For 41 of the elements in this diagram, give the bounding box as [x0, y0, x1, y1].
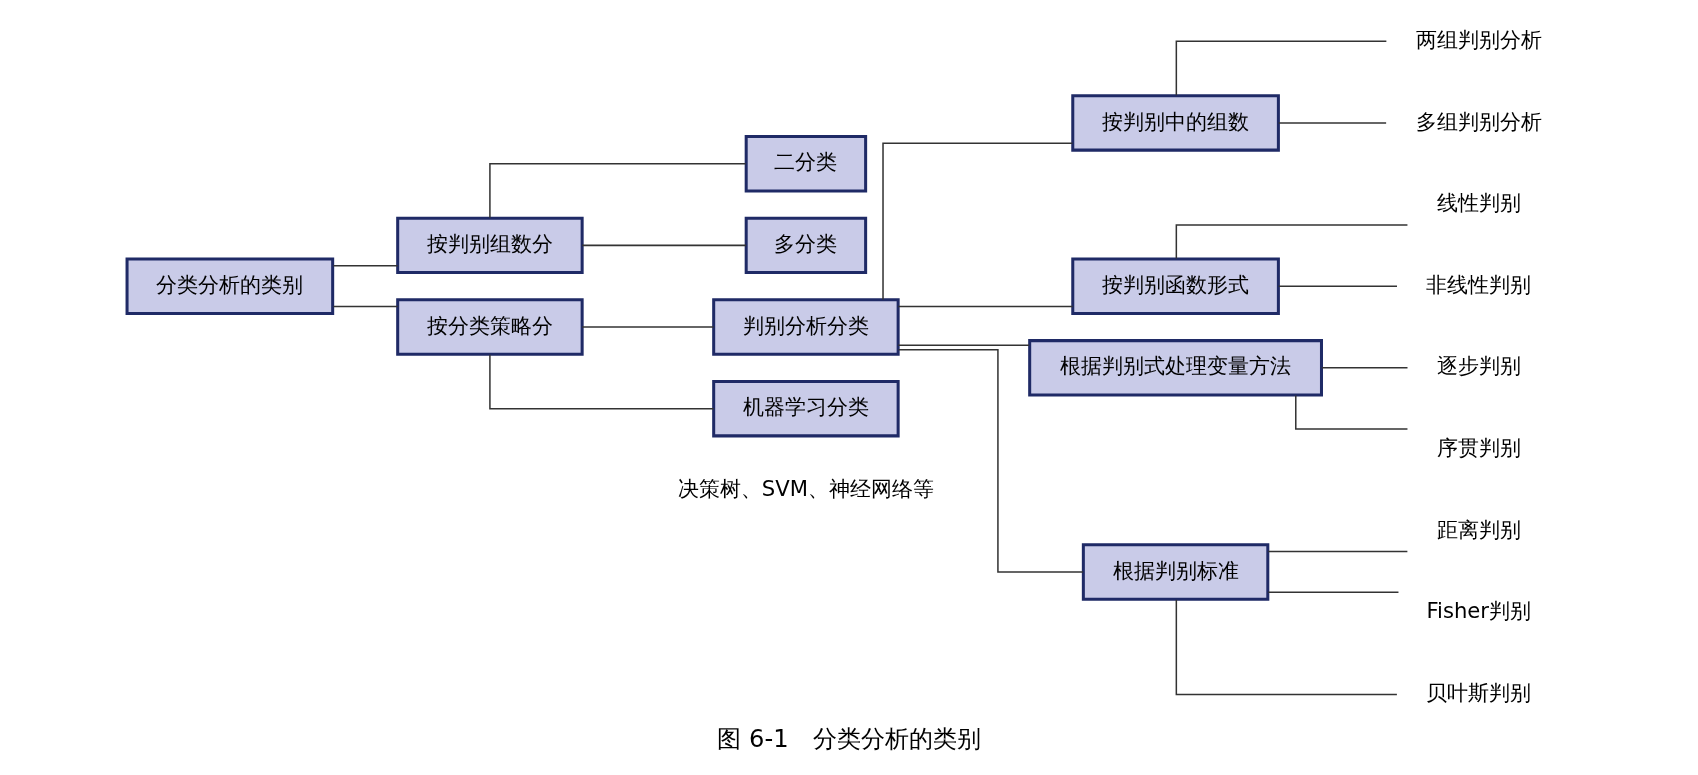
connector — [332, 305, 399, 308]
connector — [1321, 367, 1409, 369]
node-text: Fisher判别 — [1426, 598, 1532, 624]
node-box: 根据判别标准 — [1081, 543, 1270, 601]
connector — [1175, 224, 1409, 260]
node-box: 机器学习分类 — [712, 379, 900, 438]
node-box: 按分类策略分 — [396, 298, 584, 356]
node-box: 按判别中的组数 — [1071, 94, 1280, 152]
connector — [1295, 394, 1409, 430]
connector — [897, 305, 1074, 308]
node-text: 序贯判别 — [1436, 435, 1521, 461]
connector — [1277, 285, 1398, 287]
connector — [1267, 591, 1400, 594]
node-text: 两组判别分析 — [1415, 26, 1542, 52]
connector — [897, 348, 1084, 573]
node-text: 非线性判别 — [1426, 271, 1532, 297]
connector — [489, 162, 747, 219]
node-box: 二分类 — [744, 135, 868, 193]
connector — [332, 265, 399, 267]
node-label: 决策树、SVM、神经网络等 — [677, 475, 934, 501]
node-text: 逐步判别 — [1436, 353, 1521, 379]
connector — [1175, 599, 1398, 696]
node-box: 分类分析的类别 — [125, 257, 335, 315]
node-box: 根据判别式处理变量方法 — [1028, 339, 1323, 397]
connector — [882, 142, 1074, 301]
caption: 图 6-1 分类分析的类别 — [717, 725, 981, 754]
node-box: 按判别函数形式 — [1071, 257, 1280, 315]
connector — [581, 326, 715, 328]
connector — [1175, 40, 1388, 97]
node-text: 距离判别 — [1436, 516, 1521, 542]
connector — [489, 353, 715, 410]
node-box: 多分类 — [744, 216, 868, 275]
node-box: 按判别组数分 — [396, 216, 584, 275]
connector — [1267, 550, 1409, 553]
node-text: 多组判别分析 — [1415, 108, 1542, 134]
node-text: 贝叶斯判别 — [1426, 680, 1532, 706]
node-text: 线性判别 — [1436, 190, 1521, 216]
node-box: 判别分析分类 — [712, 298, 900, 356]
connector — [897, 344, 1030, 346]
connector — [581, 244, 747, 247]
connector — [1277, 122, 1387, 124]
